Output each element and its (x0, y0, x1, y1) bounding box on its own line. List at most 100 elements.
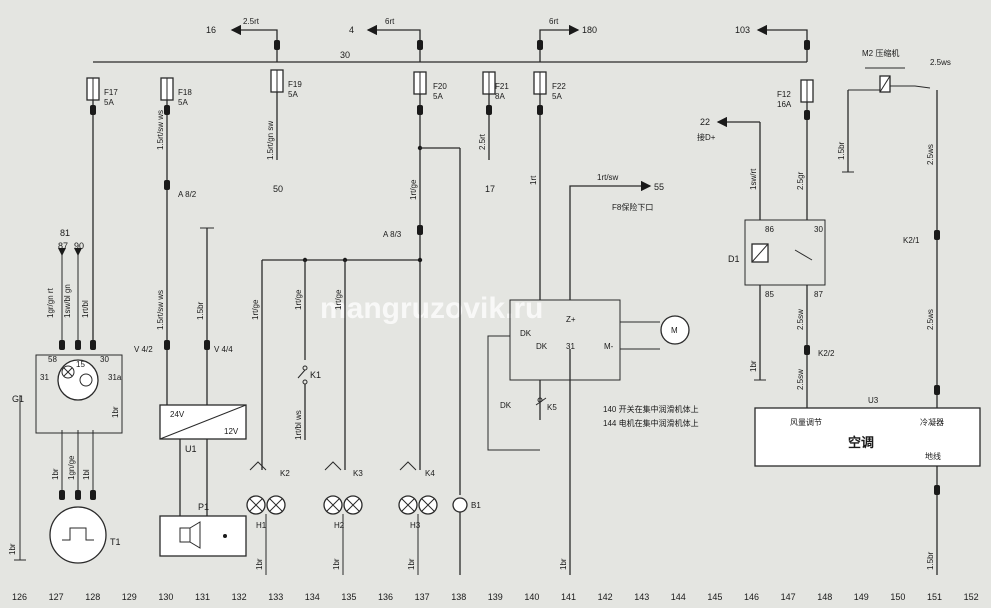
fuse-f19: F19 5A (270, 69, 302, 99)
t1-label: T1 (110, 537, 121, 547)
wire-top16: 2.5rt (243, 17, 260, 26)
p1-label: P1 (198, 502, 209, 512)
svg-text:5A: 5A (104, 98, 114, 107)
svg-text:K2/2: K2/2 (818, 349, 835, 358)
column-number: 147 (781, 592, 796, 602)
column-number: 151 (927, 592, 942, 602)
svg-text:A 8/3: A 8/3 (383, 230, 402, 239)
svg-text:1.5rt/sw ws: 1.5rt/sw ws (156, 110, 165, 150)
svg-text:DK: DK (520, 329, 532, 338)
svg-text:2.5sw: 2.5sw (796, 309, 805, 330)
svg-text:86: 86 (765, 225, 774, 234)
svg-text:1.5br: 1.5br (196, 301, 205, 320)
svg-text:1rt/ge: 1rt/ge (251, 299, 260, 320)
svg-text:1.5br: 1.5br (926, 551, 935, 570)
top-feeds: 16 2.5rt 4 6rt 180 6rt 103 (206, 17, 808, 62)
svg-text:1sw/bl gn: 1sw/bl gn (63, 284, 72, 318)
column-number: 144 (671, 592, 686, 602)
svg-text:140 开关在集中润滑机体上: 140 开关在集中润滑机体上 (603, 404, 699, 414)
svg-text:F20: F20 (433, 82, 447, 91)
svg-text:2.5ws: 2.5ws (926, 144, 935, 165)
column-number: 133 (268, 592, 283, 602)
arrow-4: 4 (349, 25, 354, 35)
svg-text:K1: K1 (310, 370, 321, 380)
svg-text:31: 31 (40, 373, 49, 382)
svg-text:22: 22 (700, 117, 710, 127)
svg-text:H2: H2 (334, 521, 345, 530)
svg-text:1bl: 1bl (82, 469, 91, 480)
svg-text:DK: DK (500, 401, 512, 410)
svg-text:31a: 31a (108, 373, 122, 382)
svg-text:1br: 1br (51, 468, 60, 480)
svg-text:55: 55 (654, 182, 664, 192)
svg-text:5A: 5A (552, 92, 562, 101)
svg-text:M-: M- (604, 342, 614, 351)
column-number: 131 (195, 592, 210, 602)
svg-text:F21: F21 (495, 82, 509, 91)
column-number: 137 (415, 592, 430, 602)
svg-text:1br: 1br (407, 558, 416, 570)
svg-text:DK: DK (536, 342, 548, 351)
svg-text:K3: K3 (353, 469, 363, 478)
circuit-lube: 2.5rt 17 1rt 55 1rt/sw F8保险下口 DK DK 31 Z… (478, 94, 699, 575)
circuit-u1: 1.5rt/sw ws 1.5rt/sw ws A 8/2 V 4/2 V 4/… (134, 100, 247, 557)
column-number: 132 (232, 592, 247, 602)
svg-text:1gr/gn rt: 1gr/gn rt (46, 287, 55, 318)
g1-label: G1 (12, 394, 24, 404)
svg-text:1br: 1br (559, 558, 568, 570)
svg-text:2.5sw: 2.5sw (796, 369, 805, 390)
svg-text:5A: 5A (178, 98, 188, 107)
column-number: 150 (890, 592, 905, 602)
svg-text:V 4/4: V 4/4 (214, 345, 233, 354)
fuse-f20: F20 5A (413, 71, 447, 101)
svg-text:90: 90 (74, 241, 84, 251)
column-number: 143 (634, 592, 649, 602)
column-number: 129 (122, 592, 137, 602)
svg-text:F12: F12 (777, 90, 791, 99)
column-number: 146 (744, 592, 759, 602)
svg-text:M2 压缩机: M2 压缩机 (862, 48, 899, 58)
svg-text:1rt/sw: 1rt/sw (597, 173, 619, 182)
column-number: 148 (817, 592, 832, 602)
svg-text:1br: 1br (332, 558, 341, 570)
svg-text:F8保险下口: F8保险下口 (612, 202, 653, 212)
svg-text:D1: D1 (728, 254, 740, 264)
svg-text:1.5rt/gn sw: 1.5rt/gn sw (266, 121, 275, 160)
svg-text:K2: K2 (280, 469, 290, 478)
svg-text:K4: K4 (425, 469, 435, 478)
svg-text:F19: F19 (288, 80, 302, 89)
svg-text:2.5ws: 2.5ws (930, 58, 951, 67)
column-number: 130 (158, 592, 173, 602)
svg-text:1gn/ge: 1gn/ge (67, 455, 76, 480)
column-number: 141 (561, 592, 576, 602)
svg-text:8A: 8A (495, 92, 505, 101)
svg-text:1.5rt/sw ws: 1.5rt/sw ws (156, 290, 165, 330)
svg-text:81: 81 (60, 228, 70, 238)
svg-text:12V: 12V (224, 427, 239, 436)
svg-text:1br: 1br (8, 543, 17, 555)
svg-text:V 4/2: V 4/2 (134, 345, 153, 354)
column-number: 136 (378, 592, 393, 602)
svg-text:1.5br: 1.5br (837, 141, 846, 160)
svg-text:2.5gr: 2.5gr (796, 171, 805, 190)
column-number: 126 (12, 592, 27, 602)
svg-text:1rt/ge: 1rt/ge (409, 179, 418, 200)
circuit-u3: M2 压缩机 1.5br 2.5ws 2.5ws K2/1 2.5ws U3 风… (754, 48, 981, 575)
arrow-16: 16 (206, 25, 216, 35)
svg-text:50: 50 (273, 184, 283, 194)
svg-text:H3: H3 (410, 521, 421, 530)
svg-text:1sw/rt: 1sw/rt (749, 168, 758, 190)
svg-text:接D+: 接D+ (697, 132, 716, 142)
svg-text:87: 87 (814, 290, 823, 299)
svg-text:5A: 5A (433, 92, 443, 101)
svg-text:F17: F17 (104, 88, 118, 97)
connector-pins (59, 40, 940, 500)
arrow-180: 180 (582, 25, 597, 35)
svg-text:1rt: 1rt (529, 175, 538, 185)
svg-text:1rt/bl: 1rt/bl (81, 300, 90, 318)
svg-text:M: M (671, 326, 678, 335)
column-number: 128 (85, 592, 100, 602)
svg-text:A 8/2: A 8/2 (178, 190, 197, 199)
